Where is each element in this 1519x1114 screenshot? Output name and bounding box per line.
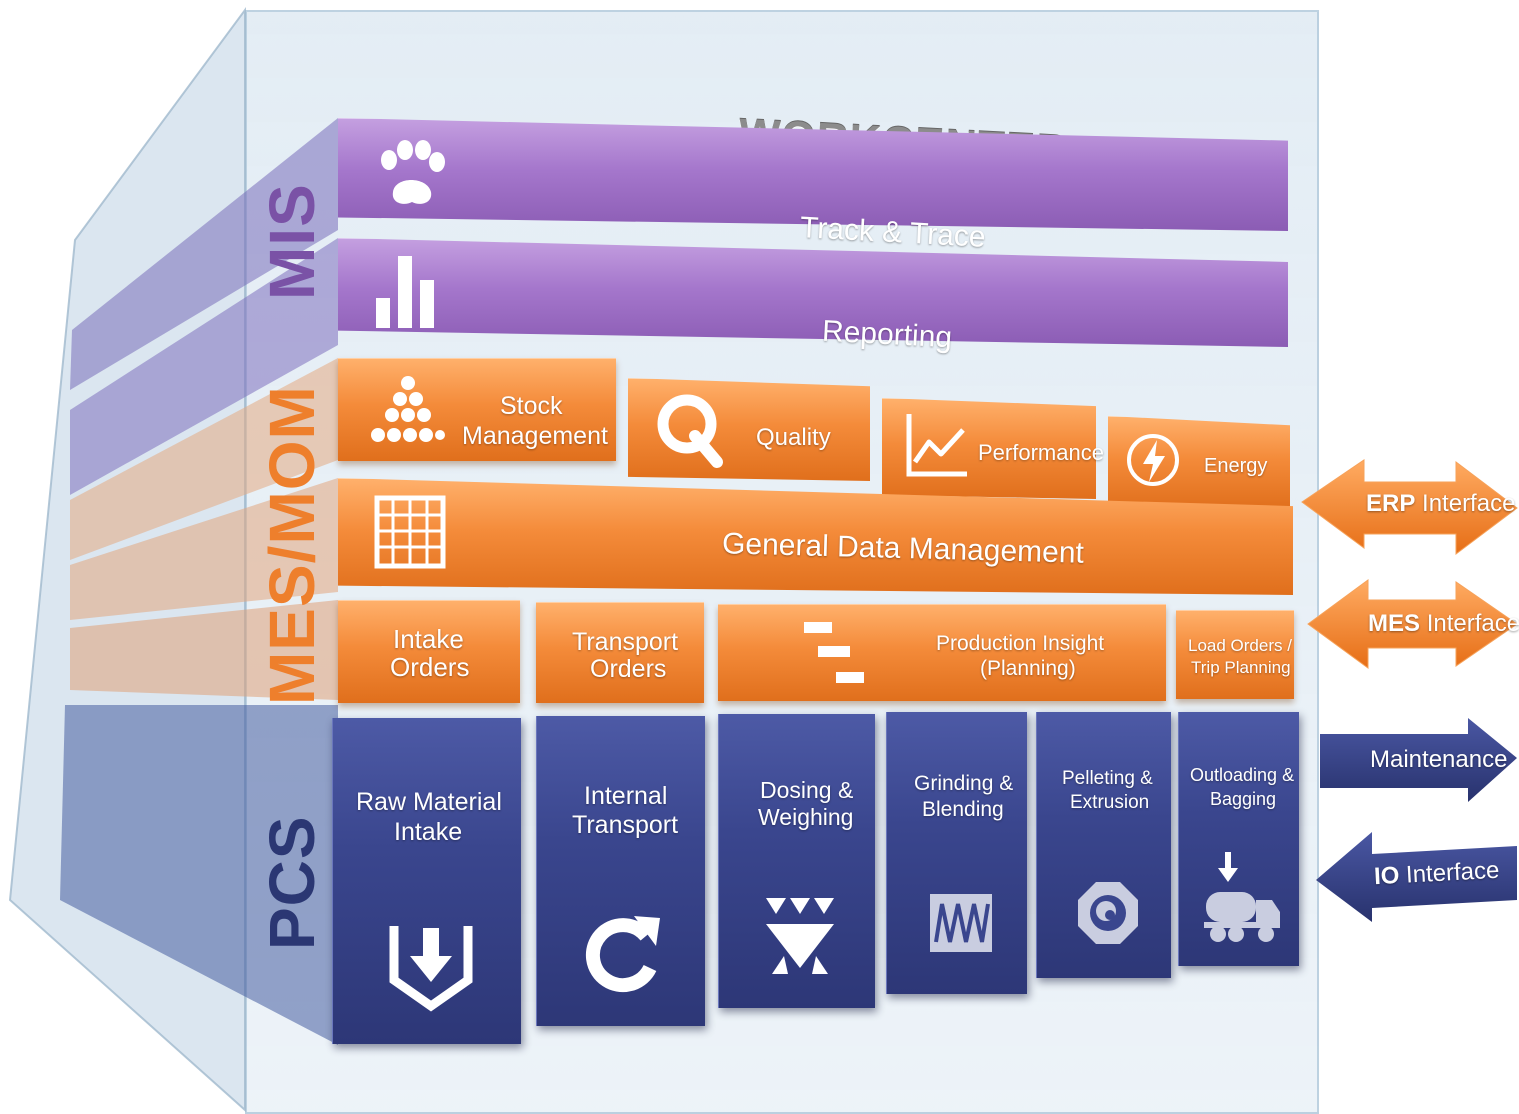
mes-interface-label-rest: Interface: [1426, 610, 1519, 637]
erp-interface-label-rest: Interface: [1422, 490, 1516, 517]
intake-arrow-icon: [388, 920, 474, 1017]
intake-orders-tile[interactable]: [338, 600, 520, 703]
transport-orders-label-line2: Orders: [590, 655, 667, 683]
line-chart-icon: [905, 412, 969, 483]
grid-table-icon: [374, 495, 446, 574]
pcs-tile-label-line1: Grinding &: [914, 772, 1014, 795]
io-interface-label-bold: IO: [1373, 861, 1401, 891]
pcs-tile-label-line2: Blending: [922, 798, 1004, 821]
energy-bolt-icon: [1125, 430, 1181, 495]
stock-management-tile[interactable]: [338, 358, 616, 461]
tanker-truck-icon: [1204, 852, 1282, 953]
load-orders-label-line1: Load Orders /: [1188, 636, 1292, 655]
intake-orders-label-line2: Orders: [390, 652, 470, 682]
erp-interface-label: ERP Interface: [1366, 490, 1515, 518]
pcs-tile-label-line2: Weighing: [758, 804, 854, 830]
pcs-tile-internal-transport[interactable]: [536, 716, 705, 1026]
maintenance-arrow[interactable]: [1318, 716, 1519, 804]
band-label-pcs: PCS: [256, 815, 328, 950]
load-orders-tile[interactable]: [1176, 610, 1294, 699]
mes-interface-arrow[interactable]: [1306, 578, 1519, 670]
production-insight-tile[interactable]: [718, 604, 1166, 701]
performance-tile[interactable]: [882, 398, 1096, 499]
reporting-label: Reporting: [821, 314, 953, 355]
pcs-tile-label-line2: Transport: [572, 811, 679, 839]
erp-interface-label-bold: ERP: [1366, 490, 1416, 517]
bar-chart-icon: [376, 256, 446, 335]
gantt-icon: [802, 620, 866, 691]
erp-interface-arrow[interactable]: [1300, 458, 1519, 556]
stock-management-label-line2: Management: [462, 422, 608, 450]
io-interface-label-rest: Interface: [1405, 856, 1501, 889]
transport-orders-label-line1: Transport: [572, 628, 679, 656]
intake-orders-label-line1: Intake: [393, 624, 464, 654]
pcs-tile-raw-material-intake[interactable]: [332, 718, 521, 1044]
grinding-wave-icon: [928, 892, 994, 959]
band-label-mes-mom: MES/MOM: [256, 385, 328, 705]
maintenance-label: Maintenance: [1370, 746, 1508, 773]
load-orders-label-line2: Trip Planning: [1191, 658, 1291, 677]
dosing-triangles-icon: [764, 896, 836, 981]
energy-tile[interactable]: [1108, 416, 1290, 509]
pcs-tile-label-line1: Internal: [584, 782, 668, 810]
energy-label: Energy: [1204, 455, 1268, 477]
production-insight-label-line1: Production Insight: [936, 632, 1105, 655]
quality-q-icon: [655, 390, 725, 475]
transport-orders-tile[interactable]: [536, 602, 704, 703]
pcs-tile-label-line1: Dosing &: [760, 777, 854, 803]
mes-interface-label-bold: MES: [1368, 610, 1421, 637]
pcs-tile-label-line2: Bagging: [1210, 789, 1277, 809]
pcs-tile-label-line2: Intake: [394, 818, 463, 846]
performance-label: Performance: [978, 440, 1104, 465]
io-interface-arrow[interactable]: [1314, 826, 1519, 924]
production-insight-label-line2: (Planning): [980, 657, 1076, 680]
pcs-tile-label-line1: Raw Material: [356, 788, 502, 816]
quality-label: Quality: [756, 424, 831, 451]
mes-interface-label: MES Interface: [1368, 610, 1519, 638]
pcs-tile-label-line2: Extrusion: [1070, 792, 1150, 813]
paw-icon: [375, 140, 447, 215]
stock-management-label-line1: Stock: [500, 392, 563, 420]
circular-arrow-icon: [584, 906, 664, 999]
band-label-mis: MIS: [256, 183, 328, 300]
pcs-tile-label-line1: Pelleting &: [1062, 768, 1153, 789]
pelleting-die-icon: [1076, 880, 1140, 951]
stacked-dots-icon: [370, 375, 446, 456]
pcs-tile-label-line1: Outloading &: [1190, 765, 1295, 785]
